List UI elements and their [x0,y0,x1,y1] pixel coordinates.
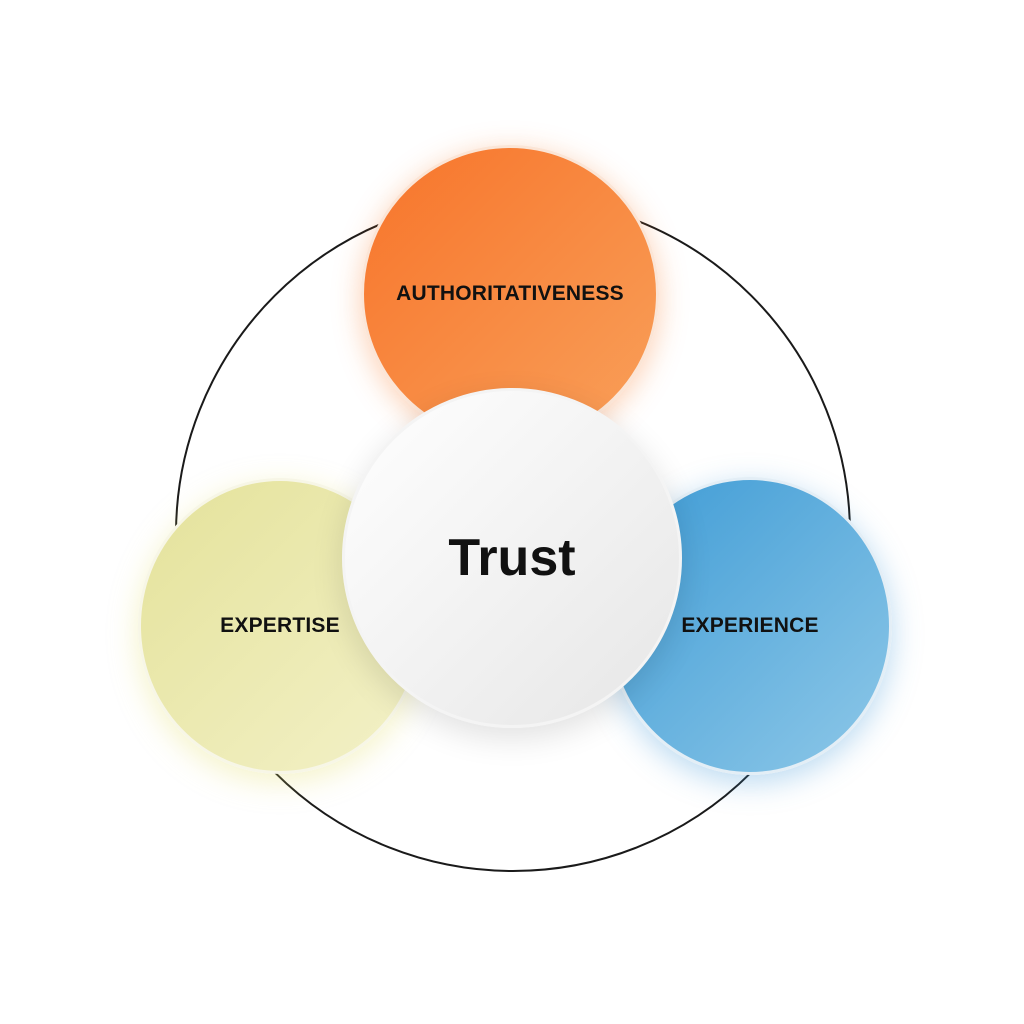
trust-label: Trust [448,529,576,587]
experience-label: EXPERIENCE [681,614,819,637]
expertise-label: EXPERTISE [220,614,340,637]
authoritativeness-label: AUTHORITATIVENESS [396,282,624,305]
trust-circle: Trust [342,388,682,728]
